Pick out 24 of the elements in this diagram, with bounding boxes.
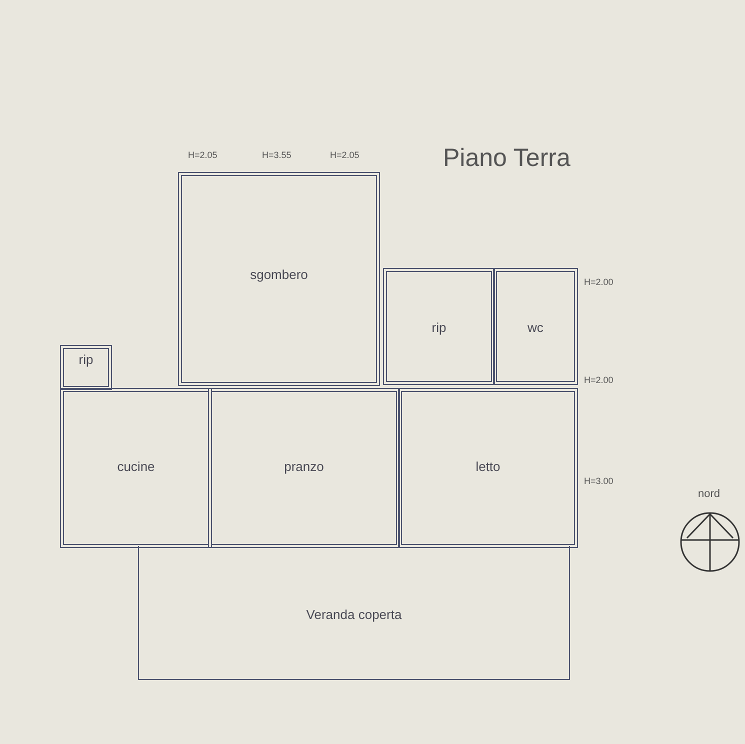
room-outline [138,546,570,680]
room-name: Veranda coperta [305,607,403,622]
room-name: letto [474,458,502,474]
height-label: H=3.00 [584,476,614,486]
room-outline [60,388,212,548]
room-outline [493,268,578,385]
room-name: cucine [116,458,156,474]
height-label: H=2.00 [584,277,614,287]
room-outline [398,388,578,548]
room-outline [178,172,380,386]
room-name: pranzo [283,458,325,474]
room-outline [208,388,400,548]
room-name: wc [526,320,544,335]
room-outline [383,268,495,385]
height-label: H=2.05 [188,150,218,160]
north-label: nord [698,488,720,500]
room-name: sgombero [249,266,309,282]
room-name: rip [78,352,94,367]
height-label: H=2.00 [584,375,614,385]
height-label: H=3.55 [262,150,292,160]
plan-title: Piano Terra [443,144,570,173]
room-name: rip [430,320,448,335]
room-outline [60,345,112,390]
height-label: H=2.05 [330,150,360,160]
